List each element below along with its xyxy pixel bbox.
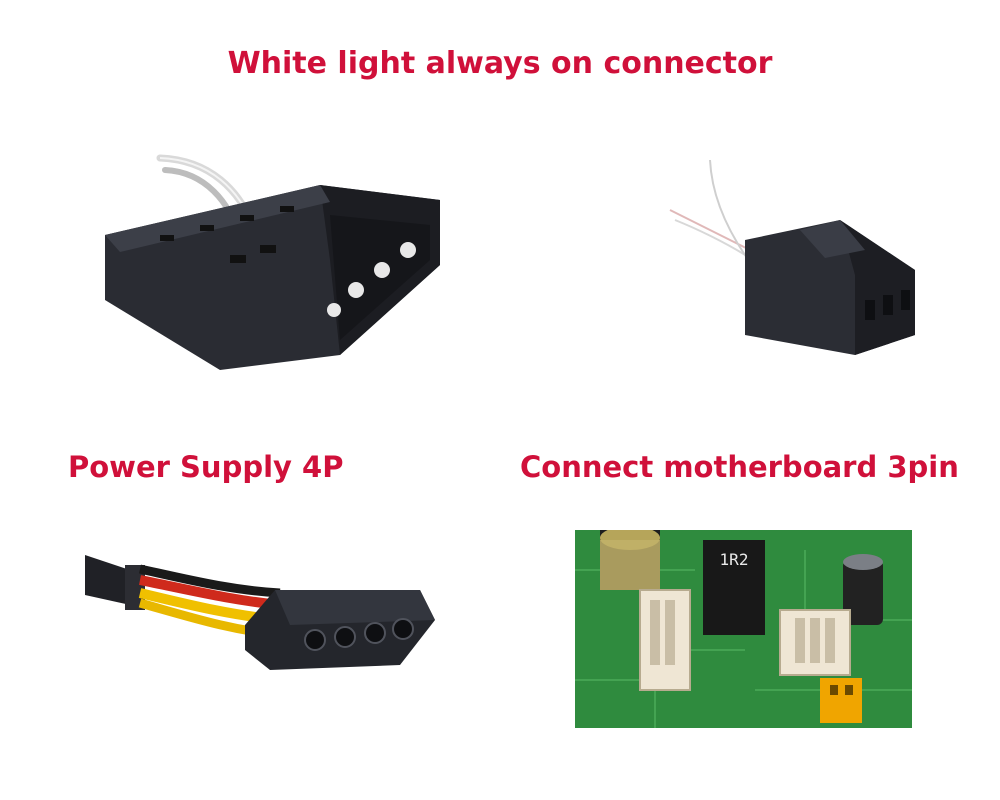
fan-connector-body bbox=[745, 220, 915, 355]
inductor-chip: 1R2 bbox=[703, 540, 765, 635]
capacitor-right bbox=[843, 554, 883, 625]
page-title: White light always on connector bbox=[227, 46, 773, 81]
connector-body bbox=[105, 185, 440, 370]
connector-pins bbox=[327, 242, 416, 317]
fan-header-right bbox=[779, 609, 851, 676]
motherboard-label: Connect motherboard 3pin bbox=[520, 450, 959, 484]
molex-female-housing bbox=[245, 590, 435, 670]
cable-sleeve bbox=[85, 555, 145, 610]
power-supply-label: Power Supply 4P bbox=[68, 450, 344, 484]
fan-wires bbox=[669, 159, 753, 266]
fan-header-left bbox=[639, 589, 691, 691]
power-supply-cable-image bbox=[85, 555, 435, 670]
chip-marking: 1R2 bbox=[720, 550, 749, 569]
fan-3pin-connector-image bbox=[669, 159, 915, 355]
molex-male-connector-image bbox=[105, 154, 440, 370]
motherboard-header-image: 1R2 bbox=[575, 530, 912, 728]
capacitor bbox=[600, 530, 660, 590]
yellow-jumper bbox=[820, 678, 862, 723]
